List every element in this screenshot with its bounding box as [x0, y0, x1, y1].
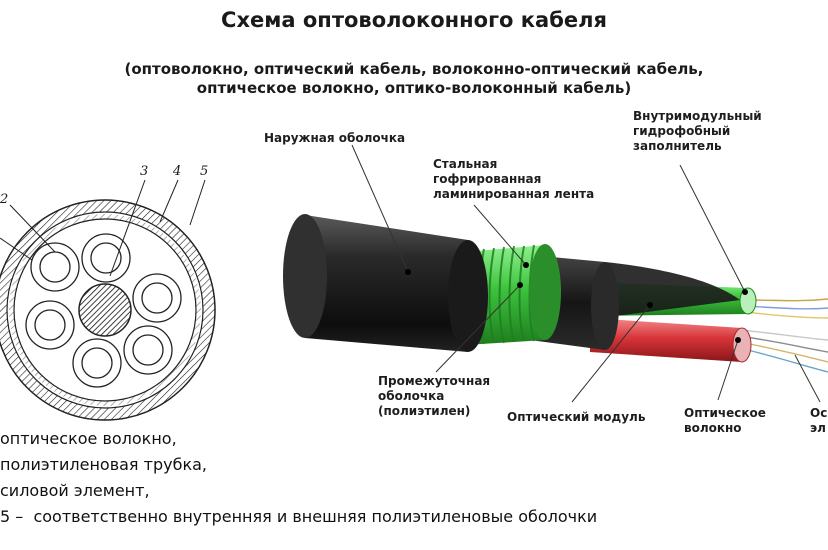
diagram-subtitle-line2: оптическое волокно, оптико-волоконный ка… — [196, 79, 632, 97]
legend-line-2: полиэтиленовая трубка, — [0, 455, 208, 474]
legend-line-4: 5 – соответственно внутренняя и внешняя … — [0, 507, 598, 526]
label-cut-off: Ос эл — [810, 406, 828, 435]
label-hydrophobic-filler: Внутримодульный гидрофобный заполнитель — [633, 109, 762, 153]
cross-section-drawing — [0, 179, 216, 421]
legend-line-3: силовой элемент, — [0, 481, 150, 500]
cross-section-number-2: 2 — [0, 192, 9, 207]
callout-dots — [405, 262, 748, 343]
diagram-title: Схема оптоволоконного кабеля — [221, 8, 607, 32]
cross-section-number-4: 4 — [173, 164, 182, 179]
label-optical-module: Оптический модуль — [507, 410, 646, 424]
label-optical-fiber: Оптическое волокно — [684, 406, 766, 435]
label-outer-sheath: Наружная оболочка — [264, 131, 406, 145]
label-intermediate-sheath: Промежуточная оболочка (полиэтилен) — [378, 374, 491, 418]
label-steel-tape: Стальная гофрированная ламинированная ле… — [433, 157, 595, 201]
cross-section-number-3: 3 — [140, 164, 149, 179]
diagram-subtitle-line1: (оптоволокно, оптический кабель, волокон… — [124, 60, 704, 78]
callout-lines — [351, 144, 821, 403]
legend-line-1: оптическое волокно, — [0, 429, 177, 448]
cross-section-number-5: 5 — [200, 164, 209, 179]
